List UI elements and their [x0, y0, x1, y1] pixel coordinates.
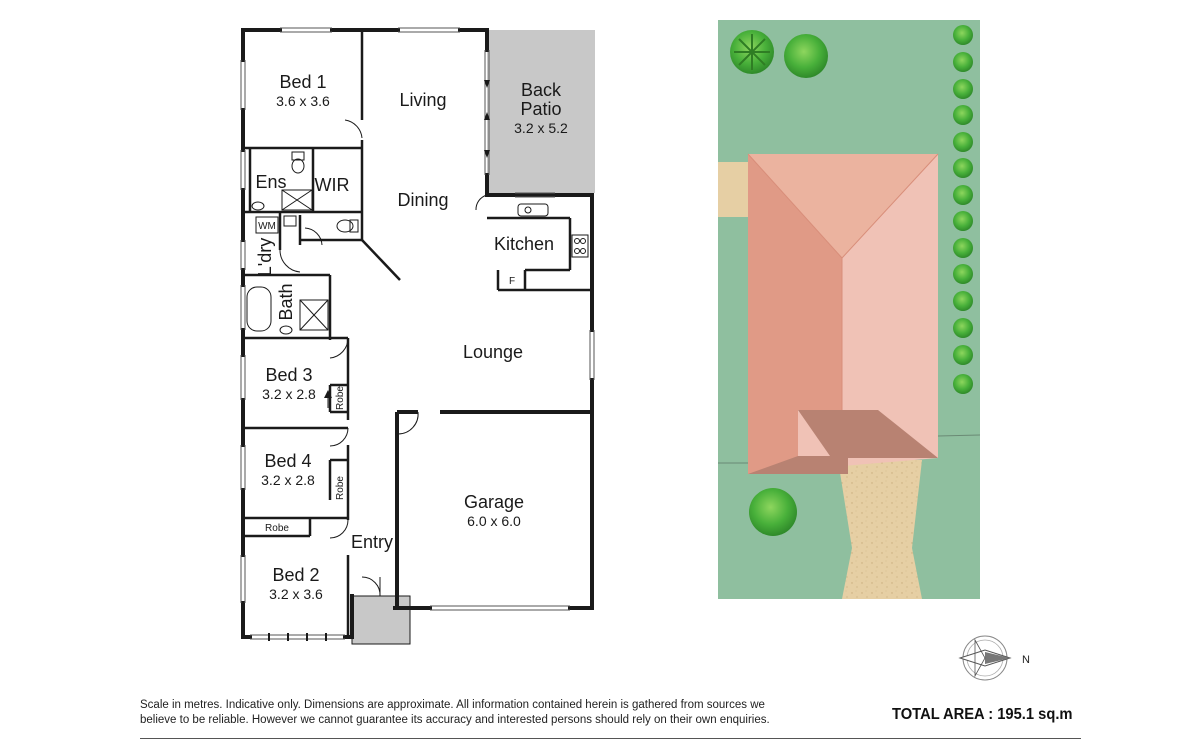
- tree-icon: [784, 34, 828, 78]
- compass-icon: N: [958, 635, 1030, 681]
- robe-arrow: [324, 390, 332, 398]
- room-label-washing-machine: WM: [258, 221, 276, 232]
- room-dims-bed4: 3.2 x 2.8: [261, 472, 315, 488]
- fence-line: [937, 434, 981, 437]
- disclaimer-line-1: Scale in metres. Indicative only. Dimens…: [140, 699, 765, 711]
- floor-plan-diagram: Bed 1 3.6 x 3.6 Living Back Patio 3.2 x …: [240, 20, 1030, 681]
- tree-icon: [730, 30, 774, 74]
- room-label-garage: Garage: [464, 492, 524, 512]
- room-label-lounge: Lounge: [463, 342, 523, 362]
- compass-north-label: N: [1022, 654, 1030, 666]
- room-label-robe2: Robe: [265, 523, 289, 534]
- room-label-entry: Entry: [351, 532, 393, 552]
- room-label-robe3: Robe: [335, 386, 346, 410]
- room-label-fridge: F: [509, 276, 515, 287]
- room-label-wir: WIR: [315, 175, 350, 195]
- room-label-laundry: L'dry: [255, 238, 275, 276]
- door-swings: [279, 119, 488, 597]
- footer-divider: [140, 738, 1081, 739]
- room-label-bed4: Bed 4: [264, 451, 311, 471]
- tree-icon: [749, 488, 797, 536]
- trees: [730, 25, 973, 536]
- disclaimer-line-2: believe to be reliable. However we canno…: [140, 714, 770, 726]
- side-path: [718, 162, 748, 217]
- room-label-kitchen: Kitchen: [494, 234, 554, 254]
- room-dims-bed1: 3.6 x 3.6: [276, 93, 330, 109]
- room-dims-garage: 6.0 x 6.0: [467, 513, 521, 529]
- room-label-bed3: Bed 3: [265, 365, 312, 385]
- room-dims-bed3: 3.2 x 2.8: [262, 386, 316, 402]
- window-mullions: [268, 633, 327, 641]
- porch-roof: [748, 410, 938, 474]
- room-dims-bed2: 3.2 x 3.6: [269, 586, 323, 602]
- disclaimer: Scale in metres. Indicative only. Dimens…: [140, 698, 840, 728]
- fixtures: [246, 151, 589, 335]
- hedge-row: [953, 25, 973, 394]
- room-label-bed1: Bed 1: [279, 72, 326, 92]
- room-label-ensuite: Ens: [255, 172, 286, 192]
- room-label-robe4: Robe: [335, 476, 346, 500]
- room-label-back-patio-1: Back: [521, 80, 562, 100]
- driveway: [838, 460, 922, 599]
- floor-plan: Bed 1 3.6 x 3.6 Living Back Patio 3.2 x …: [240, 27, 595, 645]
- room-label-living: Living: [399, 90, 446, 110]
- room-dims-back-patio: 3.2 x 5.2: [514, 120, 568, 136]
- interior-walls: [243, 30, 592, 637]
- entry-porch: [351, 595, 411, 645]
- sliding-door-arrows: [484, 80, 490, 158]
- house-roof: [747, 153, 939, 474]
- room-label-bed2: Bed 2: [272, 565, 319, 585]
- site-plan: [718, 20, 981, 599]
- room-label-bath: Bath: [276, 283, 296, 320]
- room-label-dining: Dining: [397, 190, 448, 210]
- walls: [241, 28, 594, 639]
- total-area: TOTAL AREA : 195.1 sq.m: [892, 706, 1073, 723]
- room-label-back-patio-2: Patio: [520, 99, 561, 119]
- windows: [240, 27, 595, 640]
- back-patio-area: [487, 30, 595, 193]
